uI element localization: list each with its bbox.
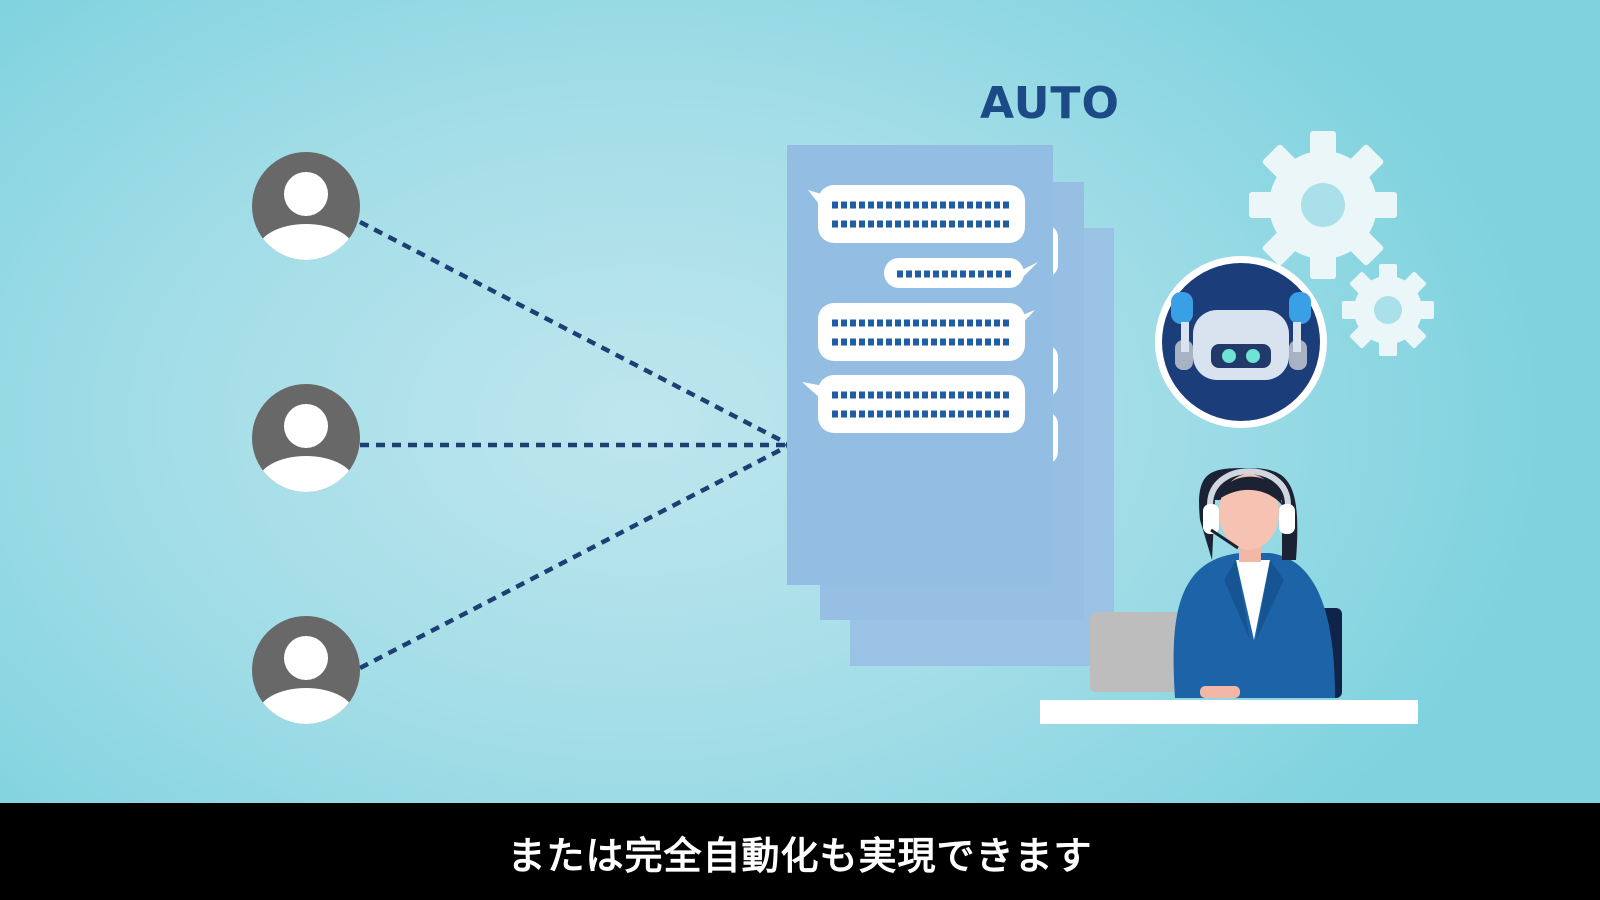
headset-operator (1040, 468, 1418, 724)
user-avatar-icon (252, 384, 360, 492)
scene-graphics (252, 131, 1434, 724)
illustration-scene: AUTO (0, 0, 1600, 803)
gear-icon (1342, 264, 1434, 356)
chat-bubble (884, 258, 1038, 288)
user-avatar-icon (252, 616, 360, 724)
chat-bubble (802, 375, 1025, 433)
subtitle-bar: または完全自動化も実現できます (0, 803, 1600, 900)
robot-icon (1155, 256, 1327, 428)
connector-lines (358, 220, 792, 670)
auto-label: AUTO (980, 78, 1120, 129)
chat-bubble (818, 303, 1035, 361)
chat-bubble (808, 185, 1025, 243)
desk (1040, 700, 1418, 724)
chat-document-stack (787, 145, 1114, 666)
connector-line-bottom (358, 443, 792, 670)
gear-icon (1249, 131, 1397, 279)
subtitle-text: または完全自動化も実現できます (507, 834, 1093, 878)
user-avatar-icon (252, 152, 360, 260)
connector-line-top (358, 220, 792, 447)
